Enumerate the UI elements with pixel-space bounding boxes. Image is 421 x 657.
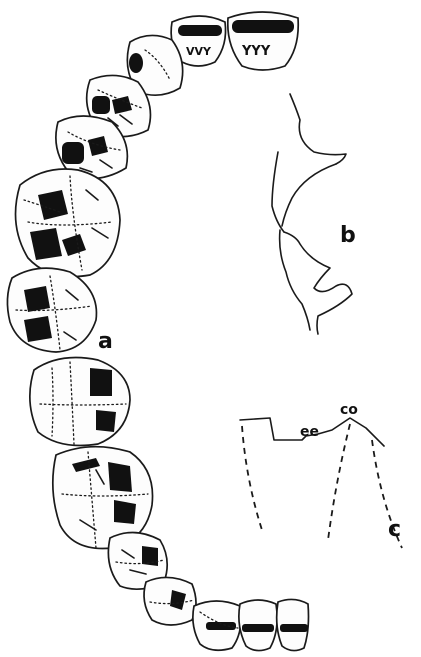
incisor-2-cusp-mark: VVY bbox=[186, 45, 212, 58]
upper-molar-1 bbox=[16, 169, 121, 277]
lower-incisor-1 bbox=[277, 599, 309, 650]
label-c: c bbox=[388, 517, 401, 542]
panel-b-tooth-profile: b bbox=[272, 94, 356, 334]
panel-c-occlusal-section: ee co c bbox=[240, 402, 402, 548]
label-a: a bbox=[98, 329, 113, 354]
upper-incisor-1: YYY bbox=[228, 12, 298, 70]
label-b: b bbox=[340, 223, 356, 248]
lower-incisor-2 bbox=[239, 600, 277, 651]
lower-premolar-1 bbox=[144, 577, 196, 625]
lower-canine bbox=[193, 601, 241, 650]
label-ee: ee bbox=[300, 424, 319, 440]
incisor-1-cusp-mark: YYY bbox=[241, 44, 271, 59]
label-co: co bbox=[340, 402, 358, 418]
panel-a-dental-arch: VVY YYY bbox=[7, 12, 308, 651]
lower-molar-2 bbox=[30, 358, 130, 446]
upper-molar-2 bbox=[7, 268, 96, 352]
